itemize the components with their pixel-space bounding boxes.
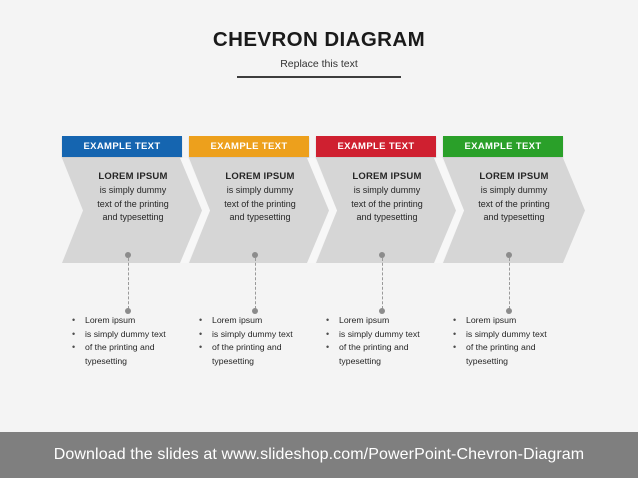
list-item-label: Lorem ipsum bbox=[466, 315, 517, 325]
bullet-marker-icon: • bbox=[326, 315, 330, 325]
list-item: • is simply dummy text bbox=[195, 328, 320, 341]
bullet-list-4: • Lorem ipsum • is simply dummy text • of t… bbox=[449, 314, 574, 368]
connector-dot-top-3 bbox=[379, 252, 385, 258]
chevron-shape bbox=[443, 158, 585, 263]
list-item: • is simply dummy text bbox=[449, 328, 574, 341]
list-item-label: Lorem ipsum bbox=[212, 315, 263, 325]
connector-line-1 bbox=[128, 258, 129, 309]
chevron-heading: LOREM IPSUM bbox=[225, 171, 295, 182]
bullet-marker-icon: • bbox=[72, 315, 76, 325]
page-title: CHEVRON DIAGRAM bbox=[212, 28, 426, 51]
chevron-desc-line-3: and typesetting bbox=[102, 212, 164, 222]
bullet-marker-icon: • bbox=[326, 342, 330, 353]
list-item: • is simply dummy text bbox=[322, 328, 447, 341]
chevron-header-bar-3[interactable]: EXAMPLE TEXT bbox=[316, 136, 436, 157]
bullet-marker-icon: • bbox=[199, 342, 203, 353]
chevron-desc-line-1: is simply dummy bbox=[480, 185, 548, 195]
chevron-desc-line-1: is simply dummy bbox=[226, 185, 294, 195]
bullet-marker-icon: • bbox=[72, 328, 76, 339]
connector-dot-top-2 bbox=[252, 252, 258, 258]
chevron-header-bar-2[interactable]: EXAMPLE TEXT bbox=[189, 136, 309, 157]
chevron-shape bbox=[189, 158, 331, 263]
connector-dot-bottom-4 bbox=[506, 308, 512, 314]
list-item: • Lorem ipsum bbox=[322, 314, 447, 327]
page-subtitle: Replace this text bbox=[280, 58, 358, 70]
chevron-desc-line-2: text of the printing bbox=[478, 198, 550, 209]
list-item-label: of the printing and typesetting bbox=[212, 342, 282, 366]
chevron-row: EXAMPLE TEXT LOREM IPSUM is simply dummy… bbox=[0, 136, 638, 266]
connector-dot-bottom-2 bbox=[252, 308, 258, 314]
bullet-marker-icon: • bbox=[453, 342, 457, 353]
chevron-shape bbox=[316, 158, 458, 263]
chevron-desc-line-1: is simply dummy bbox=[353, 185, 421, 195]
bullet-marker-icon: • bbox=[453, 315, 457, 325]
list-item-label: is simply dummy text bbox=[85, 328, 166, 339]
list-item-label: Lorem ipsum bbox=[85, 315, 136, 325]
chevron-text-2: LOREM IPSUM is simply dummy text of the … bbox=[201, 170, 319, 224]
footer-banner[interactable]: Download the slides at www.slideshop.com… bbox=[0, 432, 638, 478]
bullet-marker-icon: • bbox=[453, 328, 457, 339]
chevron-desc-line-2: text of the printing bbox=[224, 198, 296, 209]
connector-line-4 bbox=[509, 258, 510, 309]
chevron-text-4: LOREM IPSUM is simply dummy text of the … bbox=[455, 170, 573, 224]
list-item: • of the printing and typesetting bbox=[68, 341, 193, 367]
chevron-step-2[interactable]: EXAMPLE TEXT LOREM IPSUM is simply dummy… bbox=[189, 136, 337, 266]
list-item: • Lorem ipsum bbox=[68, 314, 193, 327]
connector-dot-top-1 bbox=[125, 252, 131, 258]
title-block: CHEVRON DIAGRAM Replace this text bbox=[0, 28, 638, 78]
bullet-list-2: • Lorem ipsum • is simply dummy text • of t… bbox=[195, 314, 320, 368]
list-item: • of the printing and typesetting bbox=[195, 341, 320, 367]
chevron-desc-line-3: and typesetting bbox=[229, 212, 291, 222]
chevron-step-4[interactable]: EXAMPLE TEXT LOREM IPSUM is simply dummy… bbox=[443, 136, 585, 266]
chevron-text-3: LOREM IPSUM is simply dummy text of the … bbox=[328, 170, 446, 224]
bullet-marker-icon: • bbox=[72, 342, 76, 353]
list-item-label: is simply dummy text bbox=[466, 328, 547, 339]
list-item-label: Lorem ipsum bbox=[339, 315, 390, 325]
footer-download-link[interactable]: Download the slides at www.slideshop.com… bbox=[53, 446, 585, 463]
list-item: • of the printing and typesetting bbox=[449, 341, 574, 367]
chevron-header-bar-4[interactable]: EXAMPLE TEXT bbox=[443, 136, 563, 157]
list-item-label: is simply dummy text bbox=[339, 328, 420, 339]
chevron-step-3[interactable]: EXAMPLE TEXT LOREM IPSUM is simply dummy… bbox=[316, 136, 464, 266]
title-divider bbox=[237, 76, 401, 78]
chevron-desc-line-2: text of the printing bbox=[97, 198, 169, 209]
connector-dot-top-4 bbox=[506, 252, 512, 258]
connector-line-3 bbox=[382, 258, 383, 309]
chevron-heading: LOREM IPSUM bbox=[98, 171, 168, 182]
list-item: • of the printing and typesetting bbox=[322, 341, 447, 367]
list-item-label: of the printing and typesetting bbox=[466, 342, 536, 366]
list-item: • is simply dummy text bbox=[68, 328, 193, 341]
bullet-list-3: • Lorem ipsum • is simply dummy text • of t… bbox=[322, 314, 447, 368]
connector-dot-bottom-3 bbox=[379, 308, 385, 314]
bullet-marker-icon: • bbox=[199, 315, 203, 325]
list-item: • Lorem ipsum bbox=[449, 314, 574, 327]
bullet-marker-icon: • bbox=[199, 328, 203, 339]
chevron-heading: LOREM IPSUM bbox=[479, 171, 549, 182]
chevron-desc-line-2: text of the printing bbox=[351, 198, 423, 209]
chevron-header-bar-1[interactable]: EXAMPLE TEXT bbox=[62, 136, 182, 157]
connector-dot-bottom-1 bbox=[125, 308, 131, 314]
list-item-label: of the printing and typesetting bbox=[339, 342, 409, 366]
bullet-list-1: • Lorem ipsum • is simply dummy text • of t… bbox=[68, 314, 193, 368]
connector-line-2 bbox=[255, 258, 256, 309]
chevron-desc-line-3: and typesetting bbox=[356, 212, 418, 222]
bullet-marker-icon: • bbox=[326, 328, 330, 339]
chevron-step-1[interactable]: EXAMPLE TEXT LOREM IPSUM is simply dummy… bbox=[62, 136, 210, 266]
chevron-desc-line-3: and typesetting bbox=[483, 212, 545, 222]
chevron-desc-line-1: is simply dummy bbox=[99, 185, 167, 195]
chevron-text-1: LOREM IPSUM is simply dummy text of the … bbox=[74, 170, 192, 224]
list-item-label: is simply dummy text bbox=[212, 328, 293, 339]
chevron-shape bbox=[62, 158, 204, 263]
list-item-label: of the printing and typesetting bbox=[85, 342, 155, 366]
chevron-heading: LOREM IPSUM bbox=[352, 171, 422, 182]
list-item: • Lorem ipsum bbox=[195, 314, 320, 327]
